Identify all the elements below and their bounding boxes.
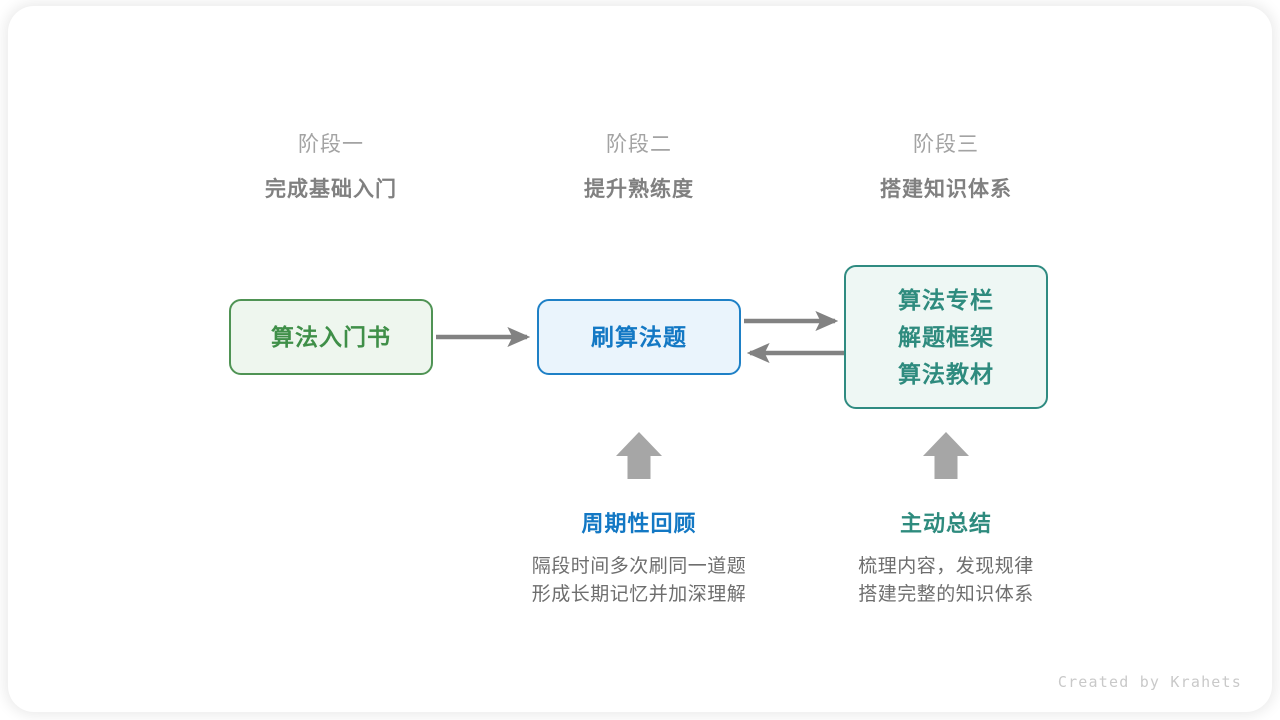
node-practice-line-1: 刷算法题: [591, 323, 687, 350]
stage-title-2: 提升熟练度: [584, 178, 694, 201]
stage-label-3: 阶段三: [913, 133, 979, 156]
annotation-periodic-review: 周期性回顾 隔段时间多次刷同一道题 形成长期记忆并加深理解: [479, 508, 799, 609]
stage-header-2: 阶段二 提升熟练度: [509, 130, 769, 205]
node-algorithm-intro-book[interactable]: 算法入门书: [229, 299, 433, 375]
node-learning-resources[interactable]: 算法专栏 解题框架 算法教材: [844, 265, 1048, 409]
annotation-2-line-2: 搭建完整的知识体系: [858, 584, 1034, 605]
stage-label-1: 阶段一: [298, 133, 364, 156]
node-resources-line-2: 解题框架: [898, 323, 994, 350]
stage-title-1: 完成基础入门: [265, 178, 397, 201]
node-resources-line-1: 算法专栏: [898, 286, 994, 313]
annotation-1-title: 周期性回顾: [581, 511, 697, 536]
stage-header-3: 阶段三 搭建知识体系: [816, 130, 1076, 205]
stage-title-3: 搭建知识体系: [880, 178, 1012, 201]
node-practice-problems[interactable]: 刷算法题: [537, 299, 741, 375]
stage-label-2: 阶段二: [606, 133, 672, 156]
annotation-2-line-1: 梳理内容，发现规律: [858, 556, 1034, 577]
annotation-2-title: 主动总结: [899, 511, 992, 536]
annotation-1-line-1: 隔段时间多次刷同一道题: [531, 556, 747, 577]
annotation-active-summary: 主动总结 梳理内容，发现规律 搭建完整的知识体系: [786, 508, 1106, 609]
stage-header-1: 阶段一 完成基础入门: [201, 130, 461, 205]
annotation-1-line-2: 形成长期记忆并加深理解: [531, 584, 747, 605]
node-resources-line-3: 算法教材: [898, 360, 994, 387]
node-book-line-1: 算法入门书: [271, 323, 391, 350]
credit-footer: Created by Krahets: [1057, 673, 1242, 691]
